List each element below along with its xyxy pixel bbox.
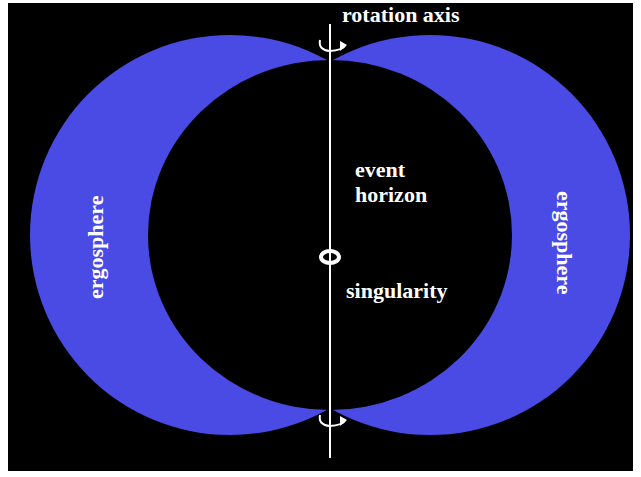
region-label: ergosphere [83,191,108,299]
ergosphere-region: ergosphere [549,191,577,299]
singularity-label: singularity [346,278,447,304]
singularity-ring [321,251,339,263]
axis-label: rotation axis [342,2,460,28]
arrow-head [340,41,347,51]
arrow-head [340,416,347,426]
region-label: event horizon [355,157,465,208]
event-horizon-region: event horizon [355,157,469,210]
rotation-axis-line [329,24,331,458]
background [8,3,633,471]
ergosphere-region: ergosphere [83,191,111,299]
region-label: ergosphere [552,191,577,299]
